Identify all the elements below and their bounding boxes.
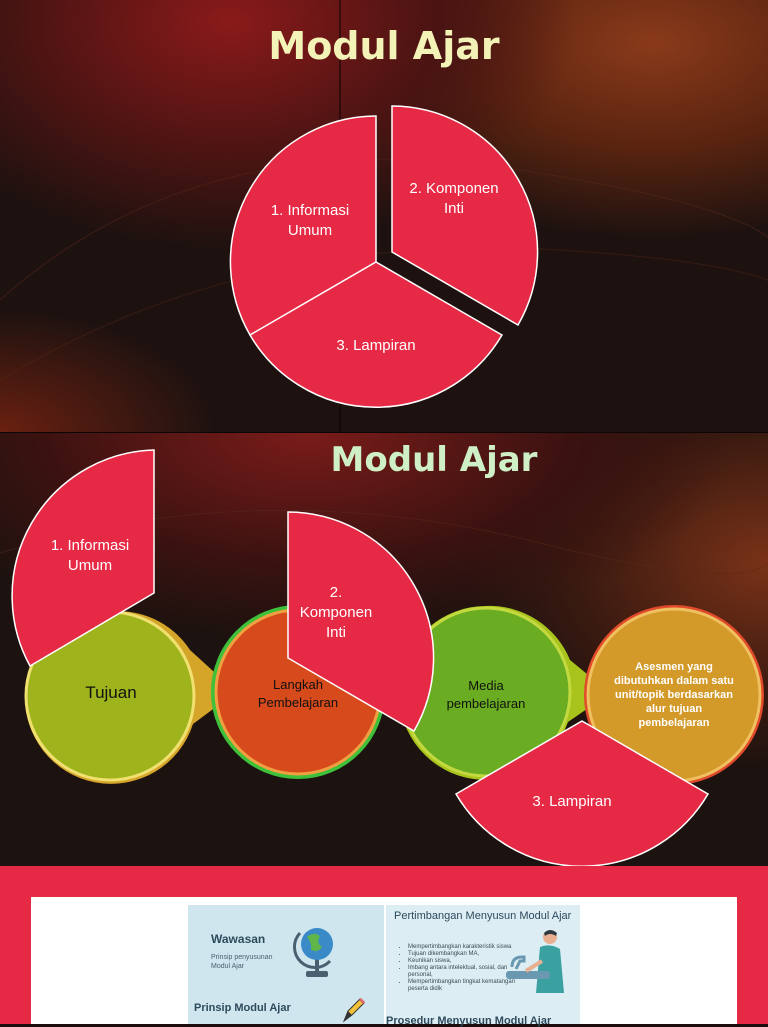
list-item: Mempertimbangkan tingkat kematangan pese… xyxy=(408,979,518,993)
pertimbangan-heading: Pertimbangan Menyusun Modul Ajar xyxy=(394,910,572,922)
pertimbangan-list: Mempertimbangkan karakteristik siswa Tuj… xyxy=(400,944,518,993)
step-label-tujuan: Tujuan xyxy=(85,683,137,702)
globe-icon xyxy=(293,928,333,977)
prosedur-heading: Prosedur Menyusun Modul Ajar xyxy=(386,1015,552,1027)
wawasan-heading: Wawasan xyxy=(211,932,266,946)
segment-informasi-umum xyxy=(229,115,377,337)
step-label-asesmen: Asesmen yang dibutuhkan dalam satu unit/… xyxy=(614,661,734,729)
prinsip-heading: Prinsip Modul Ajar xyxy=(194,1002,291,1014)
segment-label-komponen-inti-2: 2. Komponen Inti xyxy=(299,584,373,641)
pencil-icon xyxy=(342,997,366,1023)
segment-label-komponen-inti: 2. Komponen Inti xyxy=(409,180,499,217)
segment-label-informasi-umum-2: 1. Informasi Umum xyxy=(50,537,130,574)
segment-label-informasi-umum: 1. Informasi Umum xyxy=(270,202,350,239)
wawasan-subtext: Prinsip penyusunan Modul Ajar xyxy=(211,954,273,970)
list-item: Keunikan siswa, xyxy=(408,958,518,965)
slide-1-title: Modul Ajar xyxy=(268,24,500,68)
person-washing-icon xyxy=(506,930,564,993)
step-label-langkah-pembelajaran: Langkah Pembelajaran xyxy=(257,677,339,710)
slide-2-decor xyxy=(0,509,768,575)
segment-lampiran xyxy=(248,261,504,408)
step-label-media-pembelajaran: Media pembelajaran xyxy=(446,678,526,711)
infographic-left-column xyxy=(188,905,384,1024)
list-item: Tujuan dikembangkan MA, xyxy=(408,951,518,958)
list-item: Imbang antara intelektual, sosial, dan p… xyxy=(408,965,518,979)
slide-2 xyxy=(0,432,768,867)
slide-1: Modul Ajar 1. Informasi Umum 2. Komponen… xyxy=(0,0,768,432)
slide-2-title: Modul Ajar xyxy=(330,440,538,480)
segment-komponen-inti xyxy=(391,105,539,327)
list-item: Mempertimbangkan karakteristik siswa xyxy=(408,944,518,951)
infographic-divider xyxy=(384,905,386,1024)
modul-ajar-infographic: Wawasan Prinsip penyusunan Modul Ajar Pe… xyxy=(188,905,580,1027)
segment-label-lampiran-2: 3. Lampiran xyxy=(532,793,612,810)
segment-label-lampiran: 3. Lampiran xyxy=(336,337,416,354)
slide-1-cycle-diagram xyxy=(229,105,539,408)
